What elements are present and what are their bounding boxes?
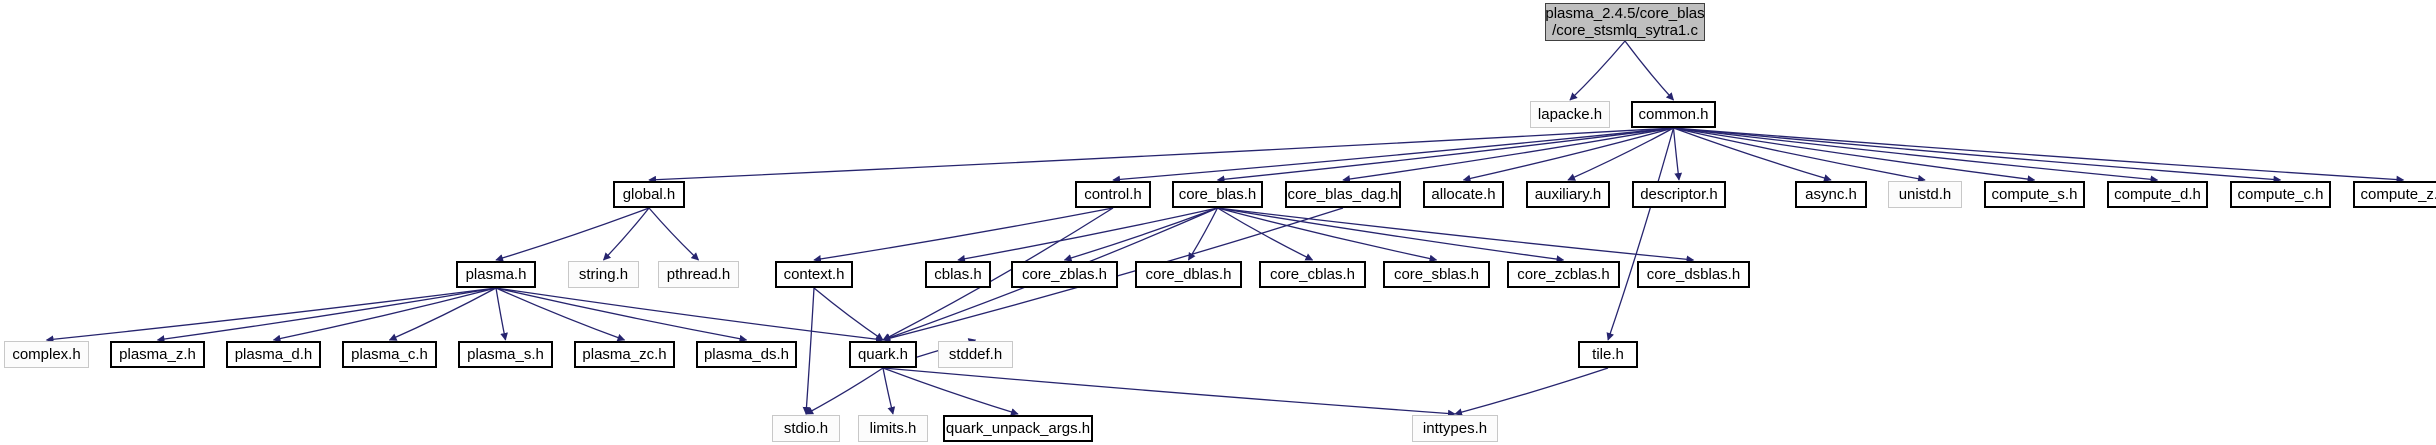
graph-node-stdio[interactable]: stdio.h	[772, 415, 840, 442]
graph-edge-plasma-to-plasma_s	[495, 287, 508, 341]
graph-node-global[interactable]: global.h	[613, 181, 685, 208]
graph-node-allocate[interactable]: allocate.h	[1423, 181, 1504, 208]
graph-edge-global-to-plasma	[495, 207, 650, 262]
graph-edge-core_blas-to-core_cblas	[1217, 207, 1314, 261]
graph-edge-common-to-global	[648, 127, 1674, 184]
graph-edge-plasma-to-plasma_d	[272, 287, 497, 343]
graph-edge-global-to-string	[602, 207, 650, 261]
graph-node-core_dsblas[interactable]: core_dsblas.h	[1637, 261, 1750, 288]
graph-node-cblas[interactable]: cblas.h	[925, 261, 991, 288]
graph-node-complex[interactable]: complex.h	[4, 341, 89, 368]
graph-node-core_zcblas[interactable]: core_zcblas.h	[1507, 261, 1620, 288]
graph-node-compute_z[interactable]: compute_z.h	[2353, 181, 2436, 208]
graph-edge-core_blas-to-core_sblas	[1217, 207, 1438, 263]
graph-edge-common-to-compute_d	[1673, 127, 2159, 184]
graph-edge-core_blas-to-core_dsblas	[1217, 207, 1695, 264]
graph-node-plasma_s[interactable]: plasma_s.h	[458, 341, 553, 368]
graph-edge-plasma-to-plasma_ds	[495, 287, 748, 343]
graph-edge-common-to-allocate	[1462, 127, 1674, 183]
graph-edge-root-to-common	[1624, 40, 1675, 101]
graph-edge-control-to-context	[813, 207, 1114, 263]
graph-edge-quark-to-quark_unpack	[882, 367, 1019, 416]
graph-node-plasma_ds[interactable]: plasma_ds.h	[696, 341, 797, 368]
graph-edge-quark-to-inttypes	[882, 367, 1456, 418]
graph-node-compute_c[interactable]: compute_c.h	[2230, 181, 2331, 208]
graph-edge-core_blas-to-core_zblas	[1063, 207, 1218, 262]
graph-node-inttypes[interactable]: inttypes.h	[1412, 415, 1498, 442]
graph-node-core_dblas[interactable]: core_dblas.h	[1135, 261, 1242, 288]
graph-edge-common-to-core_blas_dag	[1342, 127, 1674, 183]
graph-node-pthread[interactable]: pthread.h	[658, 261, 739, 288]
graph-edge-common-to-compute_z	[1673, 127, 2405, 184]
graph-edge-quark-to-limits	[882, 367, 896, 415]
graph-node-core_zblas[interactable]: core_zblas.h	[1011, 261, 1118, 288]
graph-edge-quark-to-stdio	[805, 367, 884, 415]
graph-node-string[interactable]: string.h	[568, 261, 639, 288]
graph-node-quark_unpack[interactable]: quark_unpack_args.h	[943, 415, 1093, 442]
graph-node-core_blas[interactable]: core_blas.h	[1172, 181, 1263, 208]
graph-edge-common-to-core_blas	[1216, 127, 1674, 184]
graph-edge-common-to-tile	[1606, 127, 1675, 341]
graph-edge-global-to-pthread	[648, 207, 700, 261]
graph-edge-common-to-unistd	[1673, 127, 1926, 183]
graph-node-auxiliary[interactable]: auxiliary.h	[1526, 181, 1610, 208]
graph-node-stddef[interactable]: stddef.h	[938, 341, 1013, 368]
graph-edge-common-to-descriptor	[1672, 127, 1683, 181]
graph-node-plasma[interactable]: plasma.h	[456, 261, 536, 288]
graph-node-common[interactable]: common.h	[1631, 101, 1716, 128]
graph-node-context[interactable]: context.h	[775, 261, 853, 288]
graph-node-plasma_zc[interactable]: plasma_zc.h	[574, 341, 675, 368]
graph-edge-plasma-to-plasma_zc	[495, 287, 626, 342]
graph-edge-common-to-auxiliary	[1567, 127, 1674, 181]
graph-edge-common-to-async	[1673, 127, 1832, 182]
graph-edge-common-to-control	[1112, 127, 1674, 184]
graph-edge-plasma-to-plasma_c	[388, 287, 497, 341]
graph-node-control[interactable]: control.h	[1075, 181, 1151, 208]
graph-edge-core_blas-to-core_zcblas	[1217, 207, 1565, 263]
graph-edge-context-to-quark	[813, 287, 884, 341]
graph-edge-tile-to-inttypes	[1454, 367, 1609, 416]
graph-edge-plasma-to-quark	[495, 287, 884, 344]
graph-edge-root-to-lapacke	[1569, 40, 1626, 101]
graph-edge-common-to-compute_c	[1673, 127, 2282, 184]
graph-node-plasma_c[interactable]: plasma_c.h	[342, 341, 437, 368]
graph-node-compute_s[interactable]: compute_s.h	[1984, 181, 2085, 208]
graph-node-core_cblas[interactable]: core_cblas.h	[1259, 261, 1366, 288]
graph-node-descriptor[interactable]: descriptor.h	[1632, 181, 1726, 208]
graph-node-tile[interactable]: tile.h	[1578, 341, 1638, 368]
graph-node-unistd[interactable]: unistd.h	[1888, 181, 1962, 208]
graph-node-plasma_d[interactable]: plasma_d.h	[226, 341, 321, 368]
graph-node-lapacke[interactable]: lapacke.h	[1530, 101, 1610, 128]
graph-node-core_blas_dag[interactable]: core_blas_dag.h	[1285, 181, 1401, 208]
graph-edge-core_blas-to-cblas	[957, 207, 1218, 263]
graph-edge-plasma-to-complex	[45, 287, 497, 344]
graph-node-core_sblas[interactable]: core_sblas.h	[1383, 261, 1490, 288]
graph-node-async[interactable]: async.h	[1795, 181, 1867, 208]
graph-node-limits[interactable]: limits.h	[858, 415, 928, 442]
graph-edge-plasma-to-plasma_z	[156, 287, 497, 343]
graph-node-compute_d[interactable]: compute_d.h	[2107, 181, 2208, 208]
graph-node-plasma_z[interactable]: plasma_z.h	[110, 341, 205, 368]
graph-node-quark[interactable]: quark.h	[849, 341, 917, 368]
graph-edge-common-to-compute_s	[1673, 127, 2036, 183]
graph-edge-context-to-stdio	[802, 287, 815, 415]
graph-edge-core_blas-to-core_dblas	[1187, 207, 1219, 261]
graph-node-root[interactable]: plasma_2.4.5/core_blas /core_stsmlq_sytr…	[1545, 3, 1705, 41]
